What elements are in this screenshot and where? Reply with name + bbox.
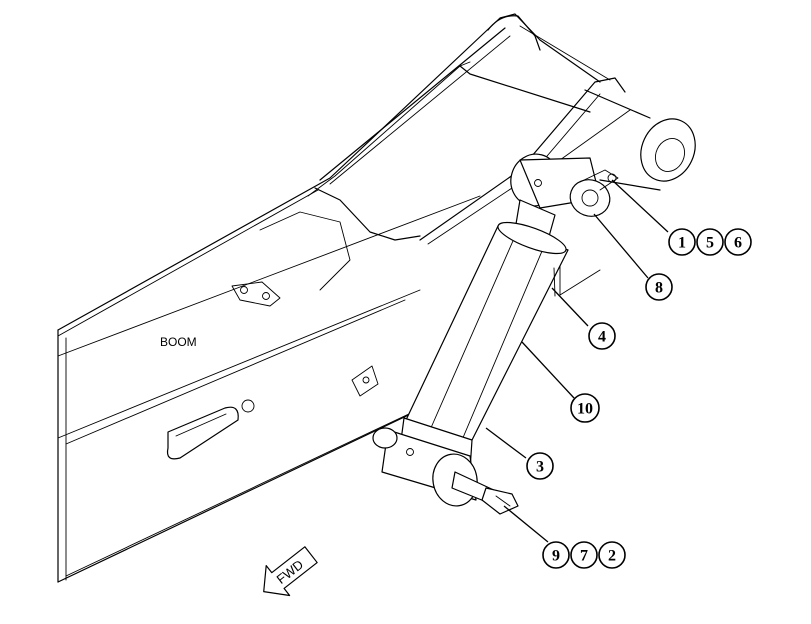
callout-8: 8 (645, 273, 673, 301)
cylinder-rod-end (372, 417, 519, 515)
callout-number: 9 (552, 548, 560, 565)
leader-lines (485, 179, 669, 543)
callout-10: 10 (570, 393, 600, 423)
callout-4: 4 (588, 322, 616, 350)
callout-number: 2 (608, 548, 616, 565)
boom-label: BOOM (160, 335, 197, 349)
callout-number: 4 (598, 329, 606, 346)
cylinder-barrel (405, 221, 569, 445)
callout-3: 3 (526, 452, 554, 480)
cylinder-top-mount (510, 153, 619, 241)
callout-number: 7 (580, 548, 588, 565)
callout-number: 10 (577, 401, 593, 418)
callout-number: 8 (655, 280, 663, 297)
callout-number: 3 (536, 459, 544, 476)
callout-9-7-2: 9 7 2 (542, 541, 626, 569)
boom-body (57, 13, 696, 583)
callout-number: 6 (734, 235, 742, 252)
callout-number: 1 (678, 235, 686, 252)
callout-number: 5 (706, 235, 714, 252)
callout-1-5-6: 1 5 6 (668, 228, 752, 256)
forward-arrow: FWD (263, 546, 318, 597)
